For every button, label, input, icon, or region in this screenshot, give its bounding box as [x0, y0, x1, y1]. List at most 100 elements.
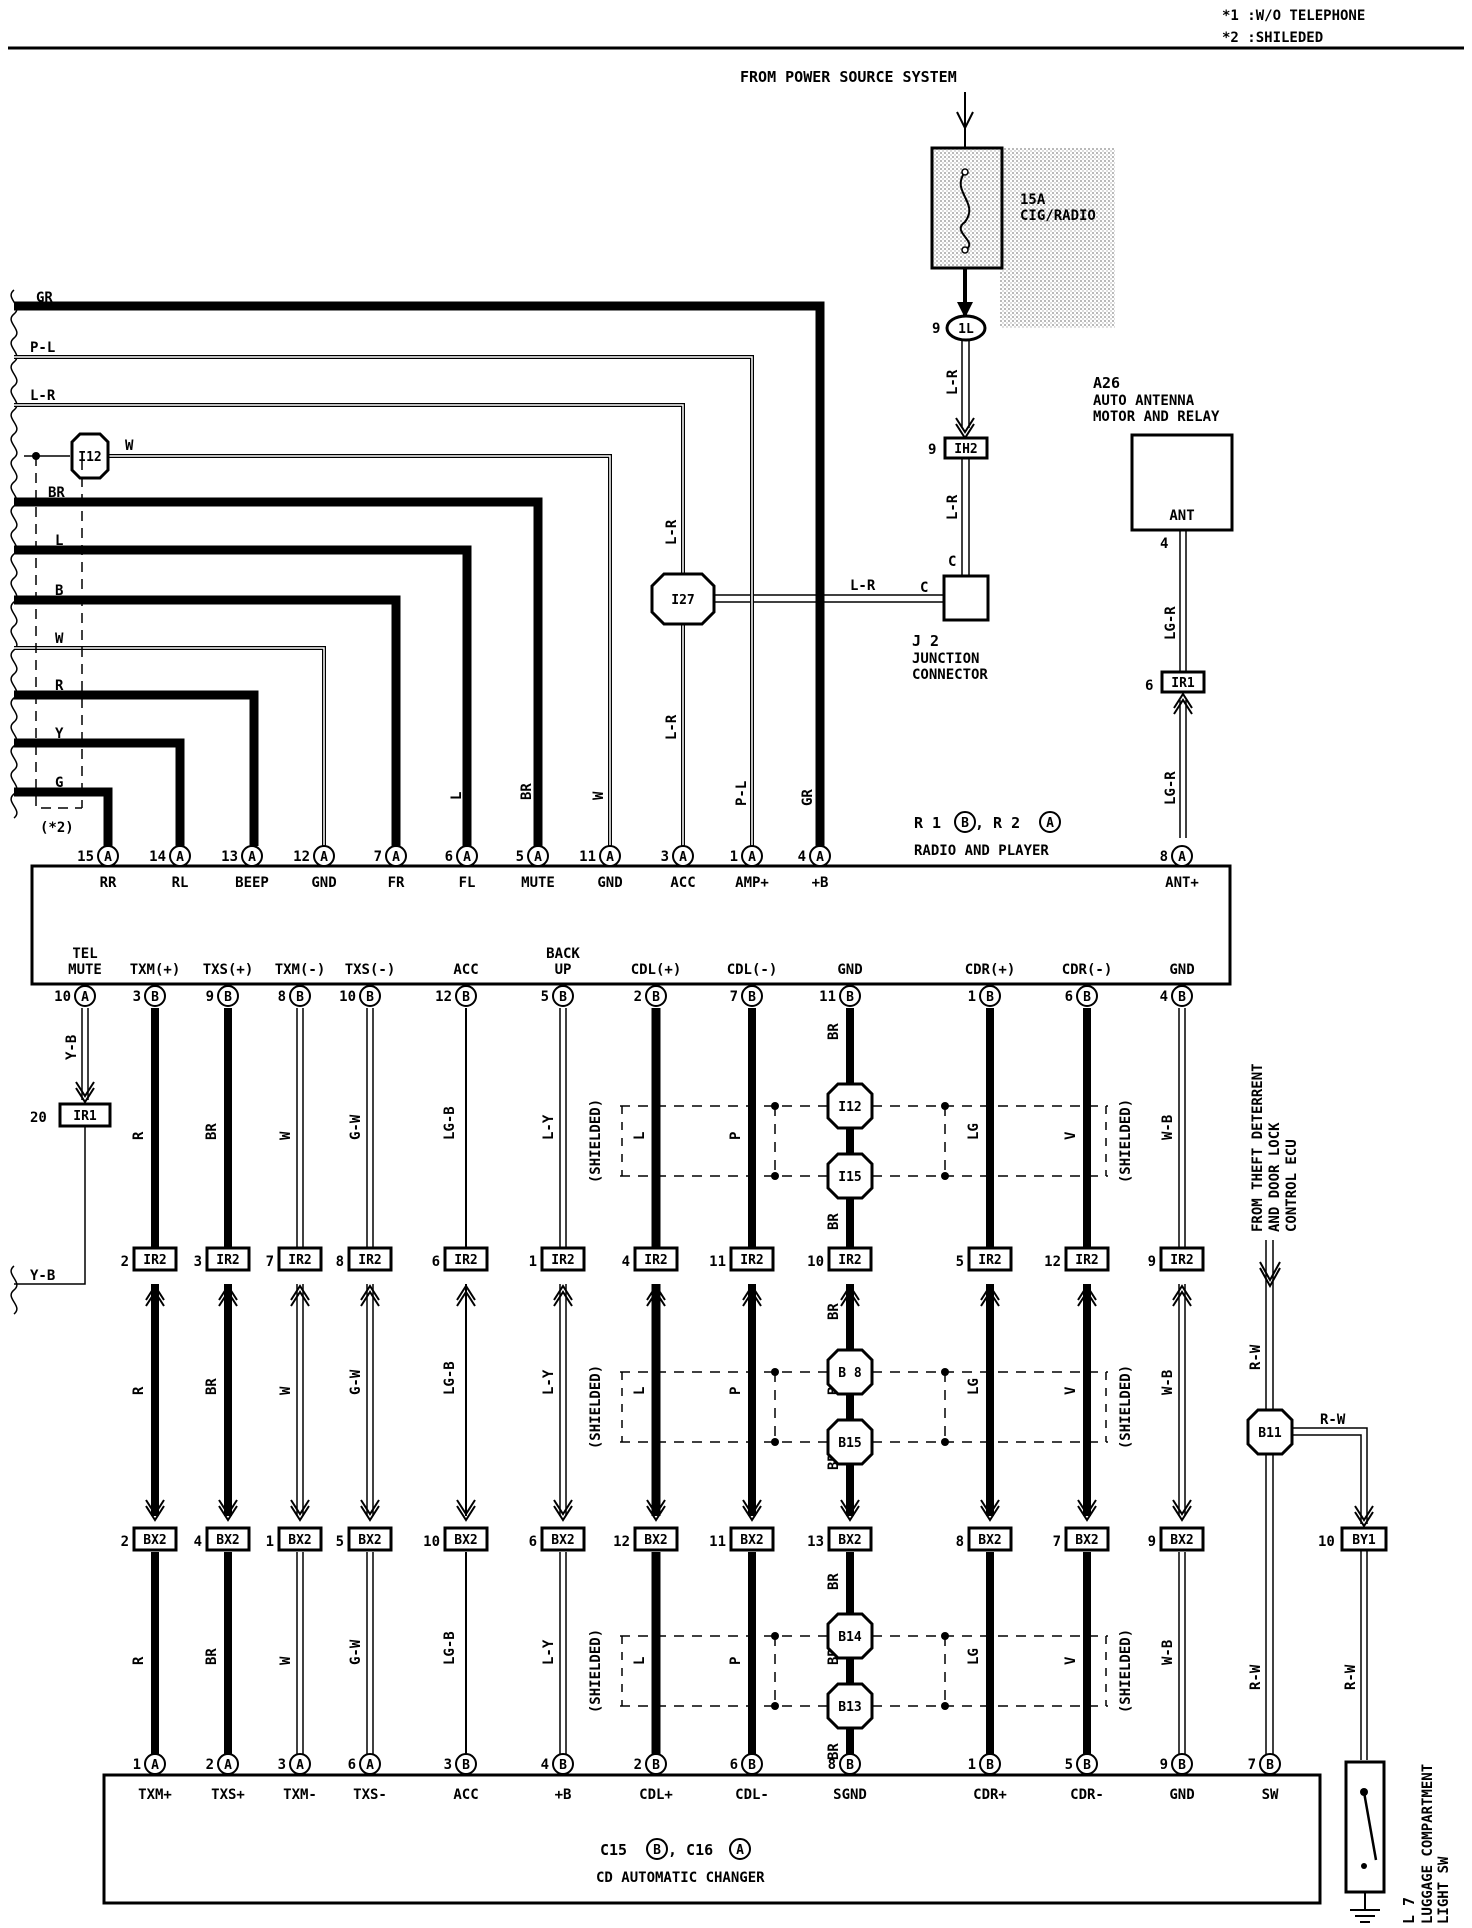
radio-top-pin-9 — [741, 845, 763, 867]
l7-switch-dot-bottom — [1361, 1863, 1367, 1869]
left-wire-label-2: L-R — [30, 388, 56, 404]
radio-top-pin-num-7: 11 — [579, 849, 596, 865]
connector-ir1-b-label: IR1 — [73, 1109, 97, 1124]
connector-bx2-label-3: BX2 — [358, 1533, 381, 1548]
arrow-ir2-5 — [553, 1284, 573, 1301]
arrow-ir2-3 — [360, 1284, 380, 1301]
radio-box — [30, 864, 1232, 986]
connector-ir2-3 — [347, 1246, 393, 1272]
radio-bottom-pin-term-6: UP — [555, 962, 572, 978]
arrow-ir2b-2 — [290, 1290, 310, 1307]
connector-bx2-3 — [347, 1526, 393, 1552]
splice-b14 — [826, 1612, 874, 1660]
radio-top-pin-num-5: 6 — [445, 849, 453, 865]
connector-ir2-6 — [633, 1246, 679, 1272]
connector-bx2-label-1: BX2 — [216, 1533, 239, 1548]
cd-pin-term-11: GND — [1169, 1787, 1194, 1803]
lower-columns: IR22BX22RRRIR23BX24BRBRBRIR27BX21WWWIR28… — [121, 1008, 1205, 1766]
splice-b13 — [826, 1682, 874, 1730]
radio-bottom-pin-letter-9: B — [846, 990, 854, 1005]
radio-top-pin-letter-11: A — [1178, 850, 1186, 865]
radio-bottom-pin-term-9: GND — [837, 962, 862, 978]
shield-dot-l1-2 — [771, 1632, 779, 1640]
cd-pin-num-8: 8 — [828, 1757, 836, 1773]
arrow-bx2-3 — [360, 1499, 380, 1516]
radio-bottom-pin-num-0: 10 — [54, 989, 71, 1005]
wire-rw-3b — [1292, 1434, 1362, 1524]
theft-arrow — [1259, 1261, 1281, 1283]
radio-bottom-pin-letter-3: B — [296, 990, 304, 1005]
connector-bx2-pin-8: 13 — [807, 1534, 824, 1550]
shield-note: (*2) — [40, 820, 74, 836]
cd-pin-num-11: 9 — [1160, 1757, 1168, 1773]
cd-pin-11 — [1171, 1753, 1193, 1775]
radio-bottom-pin-letter-11: B — [1083, 990, 1091, 1005]
cd-pin-num-3: 6 — [348, 1757, 356, 1773]
connector-bx2-5 — [540, 1526, 586, 1552]
left-shield-dash — [35, 456, 82, 809]
cd-pin-4 — [455, 1753, 477, 1775]
radio-top-pin-letter-3: A — [320, 850, 328, 865]
connector-ir2-label-10: IR2 — [1075, 1253, 1098, 1268]
arrow-bx2-10 — [1077, 1499, 1097, 1516]
radio-top-pin-1 — [169, 845, 191, 867]
wire-label-lr-b: L-R — [664, 714, 680, 740]
fuse-symbol — [959, 171, 971, 251]
cd-pin-letter-0: A — [151, 1758, 159, 1773]
cd-pin-letter-7: B — [748, 1758, 756, 1773]
wire-col-label-5-2: L-Y — [541, 1639, 557, 1665]
radio-top-pin-term-8: ACC — [670, 875, 695, 891]
shield-dot-l2-0 — [771, 1172, 779, 1180]
cd-pin-term-12: SW — [1262, 1787, 1279, 1803]
connector-ir2-pin-10: 12 — [1044, 1254, 1061, 1270]
connector-bx2-label-4: BX2 — [454, 1533, 477, 1548]
connector-bx2-9 — [967, 1526, 1013, 1552]
connector-1l-label: 1L — [958, 322, 974, 337]
wire-col-label-9-1: LG — [966, 1378, 982, 1395]
cd-pin-letter-8: B — [846, 1758, 854, 1773]
shield-dot-r1-0 — [941, 1102, 949, 1110]
connector-ir1-a-label: IR1 — [1171, 676, 1195, 691]
wire-col-label-0-2: R — [131, 1656, 147, 1665]
radio-bottom-pin-letter-1: B — [151, 990, 159, 1005]
radio-bottom-pin-num-1: 3 — [133, 989, 141, 1005]
wire-col-label-7-0: P — [728, 1132, 744, 1140]
arrow-bx2-5 — [553, 1499, 573, 1516]
radio-top-pin-num-10: 4 — [798, 849, 806, 865]
cd-pin-5 — [552, 1753, 574, 1775]
splice-b8-label: B 8 — [838, 1366, 862, 1381]
radio-top-pin-term-1: RL — [172, 875, 189, 891]
wire-col-label-7-1: P — [728, 1387, 744, 1395]
shielded-left-2: (SHIELDED) — [588, 1629, 604, 1713]
splice-i15 — [826, 1152, 874, 1200]
cd-pin-num-1: 2 — [206, 1757, 214, 1773]
radio-id-a-circle — [1039, 811, 1061, 833]
connector-bx2-label-6: BX2 — [644, 1533, 667, 1548]
wire-label-pl: P-L — [734, 781, 750, 806]
upper-wire-group — [14, 301, 825, 846]
shielded-left-0: (SHIELDED) — [588, 1099, 604, 1183]
radio-bottom-pin-7 — [645, 985, 667, 1007]
radio-top-pin-0 — [97, 845, 119, 867]
cd-pin-letter-3: A — [366, 1758, 374, 1773]
connector-bx2-pin-2: 1 — [266, 1534, 274, 1550]
arrow-bx2b-11 — [1172, 1505, 1192, 1522]
connector-bx2-pin-10: 7 — [1053, 1534, 1061, 1550]
radio-bottom-pin-term-5: ACC — [453, 962, 478, 978]
splice-i12-top-label: I12 — [78, 450, 101, 465]
radio-bottom-pin-9 — [839, 985, 861, 1007]
fuse-out-arrow — [957, 302, 973, 318]
arrow-ir2-2 — [290, 1284, 310, 1301]
shield-dot-l1-1 — [771, 1368, 779, 1376]
radio-top-pin-2 — [241, 845, 263, 867]
shield-dot-r2-1 — [941, 1438, 949, 1446]
radio-top-pin-letter-10: A — [816, 850, 824, 865]
connector-bx2-label-8: BX2 — [838, 1533, 861, 1548]
radio-top-pin-term-5: FL — [459, 875, 476, 891]
connector-bx2-6 — [633, 1526, 679, 1552]
left-wire-label-10: G — [55, 775, 63, 791]
connector-bx2-pin-5: 6 — [529, 1534, 537, 1550]
radio-top-pin-num-6: 5 — [516, 849, 524, 865]
sgnd-br-label-5: BR — [826, 1743, 842, 1760]
